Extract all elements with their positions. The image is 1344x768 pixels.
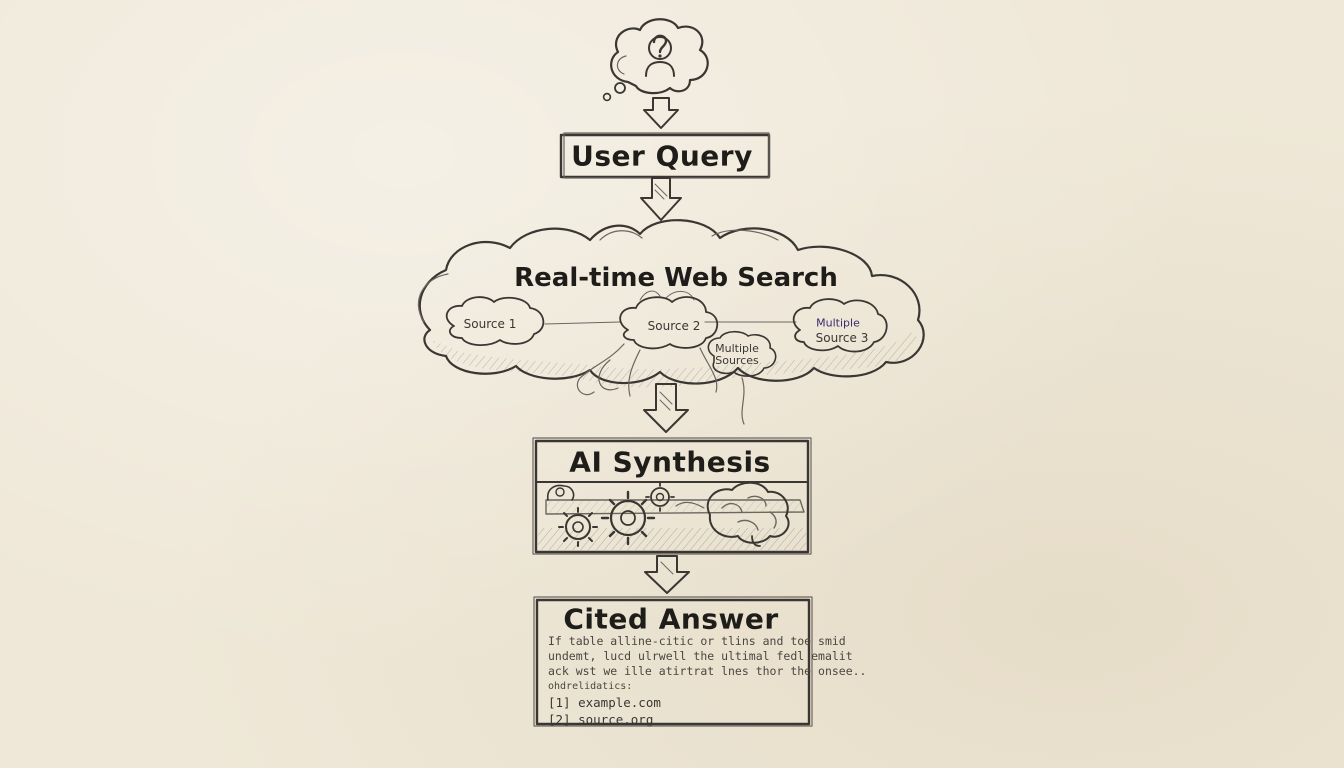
source-3-label: Source 3 [815, 331, 869, 345]
gear-icon [558, 507, 598, 547]
cited-answer-box [533, 596, 813, 727]
thinking-head-question-icon [602, 18, 709, 102]
gear-icon [600, 490, 656, 546]
source-1-label: Source 1 [463, 317, 517, 331]
source-1-cloud [445, 296, 545, 346]
answer-line: If table alline-citic or tlins and toe s… [548, 634, 846, 648]
brain-icon [706, 481, 790, 547]
answer-line: ohdrelidatics: [548, 681, 633, 692]
source-2-label: Source 2 [647, 319, 701, 333]
arrow-synthesis-to-answer [644, 555, 690, 594]
ai-synthesis-label: AI Synthesis [569, 445, 771, 479]
user-query-label: User Query [571, 139, 753, 173]
multiple-sources-cloud [707, 330, 777, 377]
source-3-cloud [792, 298, 888, 353]
source-3-overlay-label: Multiple [816, 316, 860, 330]
answer-line: ack wst we ille atirtrat lnes thor the o… [548, 664, 867, 678]
multiple-sources-label: Multiple Sources [715, 342, 759, 367]
web-search-cloud [418, 219, 925, 425]
answer-line: undemt, lucd ulrwell the ultimal fedl em… [548, 649, 853, 663]
arrow-search-to-synthesis [643, 383, 689, 433]
citation-1: [1] example.com [548, 695, 661, 710]
answer-body: If table alline-citic or tlins and toe s… [548, 634, 867, 728]
citation-2: [2] source.org [548, 712, 654, 727]
arrow-query-down [643, 97, 679, 129]
source-2-cloud [619, 296, 719, 350]
head-gear-icon [546, 484, 575, 501]
web-search-label: Real-time Web Search [514, 263, 838, 293]
ai-synthesis-box [532, 437, 812, 555]
arrow-query-to-search [640, 177, 682, 221]
cited-answer-label: Cited Answer [563, 602, 779, 636]
gear-icon [645, 482, 675, 512]
